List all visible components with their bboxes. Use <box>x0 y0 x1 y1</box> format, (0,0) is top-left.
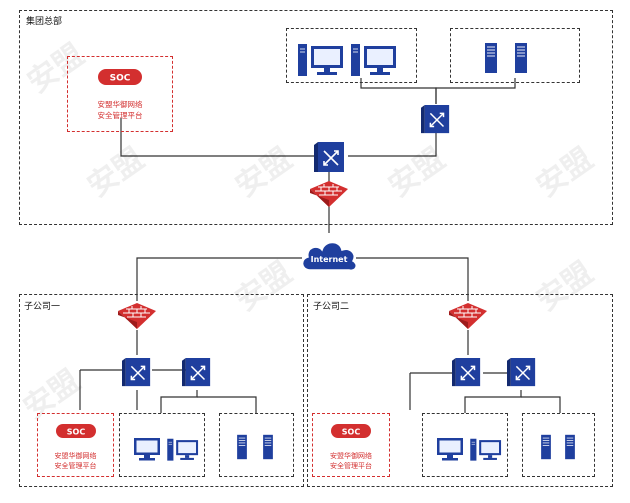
internet-cloud-icon: Internet <box>301 241 357 272</box>
hq-workstation-icon <box>351 44 396 76</box>
soc-badge-icon: SOC <box>55 424 96 438</box>
hq-zone <box>19 10 613 225</box>
svg-text:Internet: Internet <box>311 255 348 264</box>
branch1-zone <box>19 294 304 487</box>
hq-soc-platform: SOC 安盟华御网络 安全管理平台 <box>67 56 173 132</box>
branch2-label: 子公司二 <box>313 302 350 312</box>
hq-firewall-icon <box>310 181 348 207</box>
b2-monitor-icon <box>437 438 463 461</box>
b2-server-icon <box>541 434 551 460</box>
svg-text:SOC: SOC <box>110 74 131 84</box>
svg-text:SOC: SOC <box>342 428 361 437</box>
b2-soc-group <box>312 413 390 477</box>
soc-name-line2: 安全管理平台 <box>330 462 372 470</box>
hq-server-icon <box>485 43 497 73</box>
b2-server-group <box>522 413 595 477</box>
b1-workstation-icon <box>167 438 199 461</box>
soc-badge-icon: SOC <box>98 69 142 85</box>
hq-workstation-icon <box>298 44 343 76</box>
b1-server-icon <box>237 434 247 460</box>
soc-name-line1: 安盟华御网络 <box>330 452 372 460</box>
b1-server-group <box>219 413 294 477</box>
soc-name-line2: 安全管理平台 <box>54 462 97 470</box>
b2-server-icon <box>565 434 575 460</box>
soc-name-line2: 安全管理平台 <box>97 111 143 120</box>
soc-name-line1: 安盟华御网络 <box>54 452 97 460</box>
svg-text:SOC: SOC <box>66 428 85 437</box>
b1-workstation-group <box>119 413 205 477</box>
soc-badge-icon: SOC <box>331 424 371 438</box>
b1-server-icon <box>263 434 273 460</box>
b2-access-switch-icon <box>507 357 536 387</box>
hq-access-switch-icon <box>421 104 450 134</box>
branch1-label: 子公司一 <box>24 302 61 312</box>
hq-label: 集团总部 <box>26 17 63 27</box>
hq-server-icon <box>515 43 527 73</box>
b2-firewall-icon <box>449 303 487 329</box>
b1-soc-group <box>37 413 114 477</box>
b1-monitor-icon <box>134 438 160 461</box>
hq-soc-group <box>67 56 173 132</box>
hq-core-switch-icon <box>314 142 344 172</box>
b2-core-switch-icon <box>452 357 481 387</box>
b1-firewall-icon <box>118 303 156 329</box>
b2-soc-platform: SOC 安盟华御网络 安全管理平台 <box>312 413 390 477</box>
b2-workstation-icon <box>470 438 502 461</box>
branch2-zone <box>307 294 613 487</box>
hq-workstation-group <box>286 28 417 83</box>
soc-name-line1: 安盟华御网络 <box>97 100 143 109</box>
b1-access-switch-icon <box>182 357 211 387</box>
b1-core-switch-icon <box>122 357 151 387</box>
b1-soc-platform: SOC 安盟华御网络 安全管理平台 <box>37 413 114 477</box>
hq-server-group <box>450 28 580 83</box>
b2-workstation-group <box>422 413 508 477</box>
